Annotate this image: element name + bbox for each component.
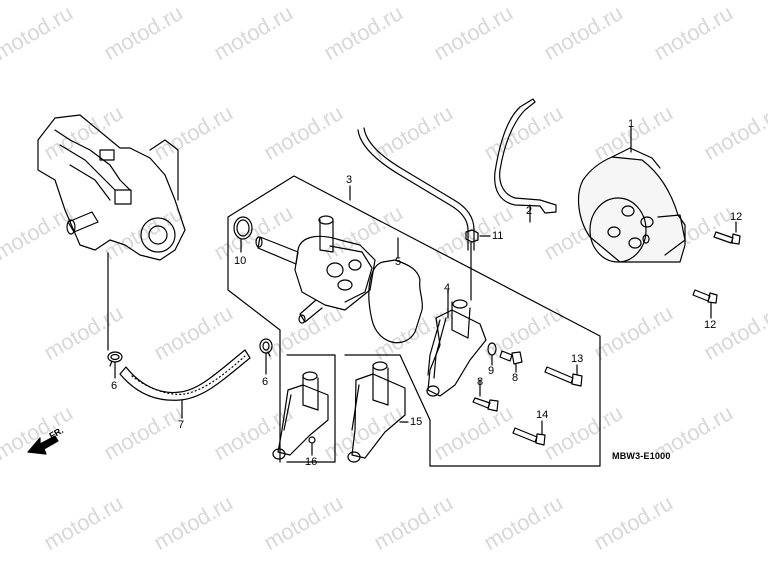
callout-8-upper: 8 <box>512 372 519 384</box>
washer-9 <box>487 342 497 356</box>
water-hose <box>119 349 251 401</box>
bolt-13 <box>544 366 583 387</box>
bolt-12-lower <box>692 289 718 304</box>
water-pump-cover-1 <box>577 147 686 263</box>
diagram-code: MBW3-E1000 <box>612 451 671 461</box>
callout-14: 14 <box>536 409 549 421</box>
water-pump-body <box>255 215 376 324</box>
assembly-group-outline <box>227 175 601 467</box>
callout-6-right: 6 <box>262 376 269 388</box>
o-ring-10 <box>233 216 253 240</box>
sub-group-outline-b <box>344 354 431 463</box>
callout-12-upper: 12 <box>730 211 743 223</box>
callout-12-lower: 12 <box>704 319 717 331</box>
callout-11: 11 <box>492 230 504 242</box>
callout-1: 1 <box>628 118 635 130</box>
bolt-8-lower <box>472 397 499 412</box>
sub-group-outline-a <box>286 354 336 463</box>
bolt-14 <box>512 427 546 446</box>
callout-15: 15 <box>410 416 423 428</box>
callout-7: 7 <box>178 419 185 431</box>
callout-4: 4 <box>444 282 451 294</box>
callout-6-left: 6 <box>111 380 118 392</box>
thermostat-housing-4 <box>426 299 487 397</box>
callout-10: 10 <box>234 255 247 267</box>
callout-3: 3 <box>346 174 353 186</box>
callout-2: 2 <box>526 205 533 217</box>
callout-5: 5 <box>395 256 402 268</box>
breather-tube <box>357 129 469 251</box>
callout-8-lower: 8 <box>477 376 484 388</box>
gasket-5 <box>368 259 424 344</box>
thermostat-housing-16 <box>272 371 329 460</box>
bolt-12-upper <box>713 231 741 245</box>
bracket-2 <box>494 98 557 214</box>
engine-block-illustration <box>37 114 186 261</box>
callout-16: 16 <box>305 456 318 468</box>
front-direction-arrow <box>27 435 59 455</box>
callout-13: 13 <box>571 353 584 365</box>
callout-9: 9 <box>488 365 495 377</box>
bolt-8-upper <box>499 350 523 365</box>
thermostat-housing-15 <box>347 361 406 463</box>
nut-11 <box>465 229 479 243</box>
